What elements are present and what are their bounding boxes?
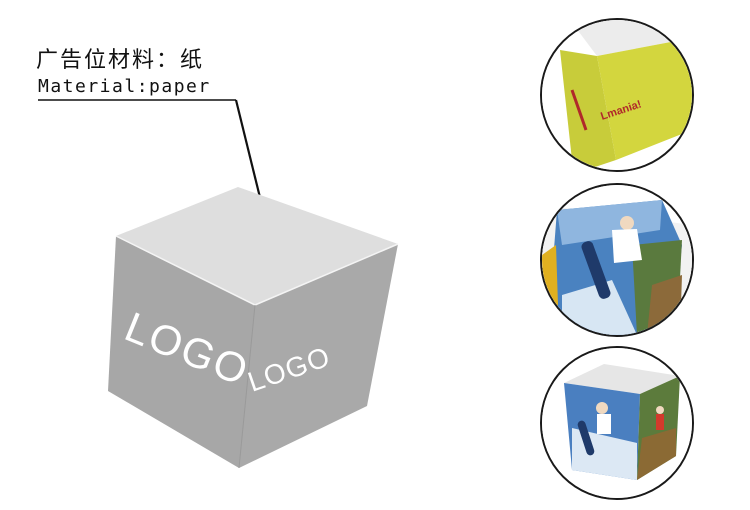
cube-left-face [108,236,255,468]
cube-vertical-edge [238,304,256,469]
thumbnail-snowboard-cube[interactable] [540,183,694,337]
cube-right-face [239,244,398,468]
snowboard-cube-photo [542,185,692,335]
material-title-english: Material:paper [38,76,211,97]
full-color-cube-photo [542,348,692,498]
cube-top-face [116,187,398,305]
material-title-chinese: 广告位材料：纸 [36,48,205,73]
yellow-cube-photo: Lmania! [542,20,692,170]
thumbnail-yellow-cube[interactable]: Lmania! [540,18,694,172]
thumbnail-full-color-cube[interactable] [540,346,694,500]
